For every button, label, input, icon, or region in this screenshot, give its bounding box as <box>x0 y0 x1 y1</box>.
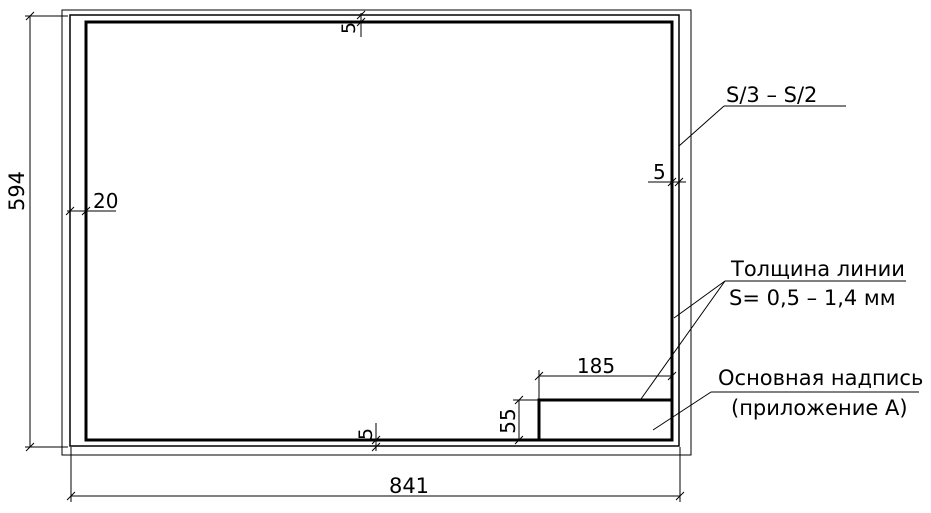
sheet-trim-line <box>69 14 680 447</box>
drawing-frame <box>84 20 674 442</box>
dimension-title-block-height: 55 <box>496 395 539 445</box>
title-block <box>537 398 674 442</box>
dimension-margin-left-label: 20 <box>93 189 118 213</box>
dimension-title-block-height-label: 55 <box>496 408 520 433</box>
dimension-margin-top: 5 <box>338 10 366 37</box>
dimension-margin-bottom: 5 <box>355 423 381 452</box>
dimension-sheet-width: 841 <box>66 447 685 502</box>
callout-outer-line: S/3 – S/2 <box>678 83 846 147</box>
dimension-sheet-width-label: 841 <box>389 474 429 498</box>
dimension-margin-right-label: 5 <box>653 160 666 184</box>
dimension-margin-right: 5 <box>648 160 686 187</box>
dimension-margin-left: 20 <box>65 189 118 216</box>
callout-title-block: Основная надпись (приложение А) <box>652 366 923 431</box>
title-block-outline <box>537 398 674 442</box>
dimension-margin-bottom-label: 5 <box>355 428 377 440</box>
callout-line-thickness-title: Толщина линии <box>730 257 905 281</box>
dimension-sheet-height-label: 594 <box>5 171 29 211</box>
callout-title-block-note: (приложение А) <box>731 396 908 420</box>
dimension-title-block-width: 185 <box>534 354 677 400</box>
callout-outer-line-label: S/3 – S/2 <box>726 83 817 107</box>
dimension-margin-top-label: 5 <box>338 22 360 34</box>
callout-title-block-title: Основная надпись <box>718 366 923 390</box>
dimension-sheet-height: 594 <box>5 11 68 452</box>
callout-line-thickness: Толщина линии S= 0,5 – 1,4 мм <box>640 257 906 400</box>
dimension-title-block-width-label: 185 <box>577 354 615 378</box>
sheet-outline <box>61 9 692 456</box>
callout-line-thickness-value: S= 0,5 – 1,4 мм <box>729 286 896 310</box>
